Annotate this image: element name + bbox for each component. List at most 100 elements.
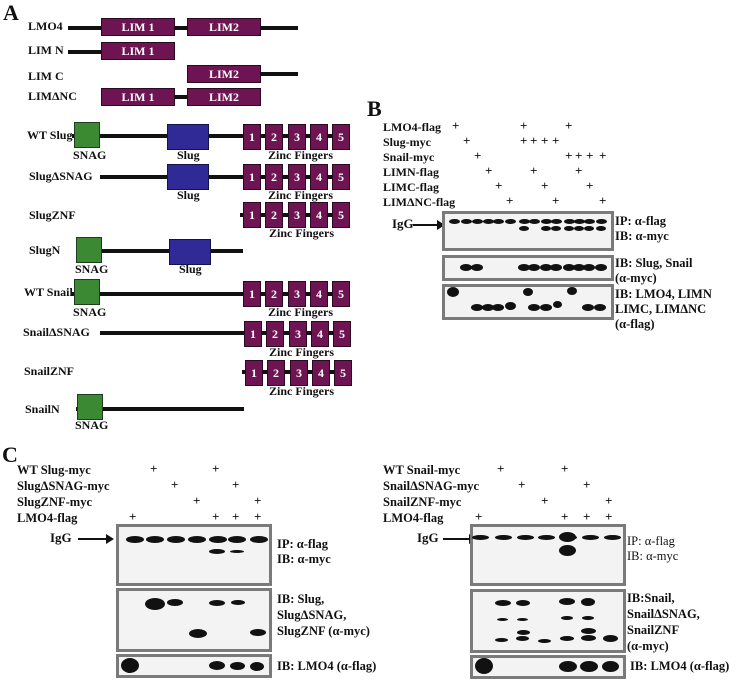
construct-label-slug-dsnag: SlugΔSNAG (29, 169, 93, 183)
blot-band (581, 635, 596, 641)
blot-band (146, 536, 164, 543)
plus-mark: + (605, 493, 613, 508)
plus-mark: + (586, 178, 594, 193)
blot-band (561, 616, 573, 620)
slug-domain (169, 239, 211, 265)
blot-label: IP: α-flag IB: α-myc (627, 534, 679, 563)
plus-mark: + (530, 163, 538, 178)
blot-band (449, 219, 460, 224)
blot-band (582, 304, 594, 311)
blot-band (505, 219, 516, 224)
plus-mark: + (506, 193, 514, 208)
western-blot-ip (116, 524, 272, 586)
plus-mark: + (254, 493, 262, 508)
western-blot-input-flag (470, 655, 626, 679)
blot-band (567, 287, 577, 295)
construct-label-wt-slug: WT Slug (27, 128, 73, 142)
zinc-finger-4: 4 (310, 202, 328, 228)
panel-b-letter: B (367, 96, 382, 121)
construct-label-wt-snail: WT Snail (24, 285, 73, 299)
backbone-line (76, 249, 243, 253)
blot-band (492, 304, 504, 311)
zinc-finger-2: 2 (265, 281, 283, 307)
condition-label: Snail-myc (383, 150, 435, 164)
blot-band (595, 264, 607, 271)
zinc-finger-4: 4 (312, 360, 330, 386)
plus-mark: + (552, 193, 560, 208)
condition-label: SlugZNF-myc (17, 495, 92, 509)
condition-label: LIMΔNC-flag (383, 195, 456, 209)
zinc-finger-3: 3 (289, 321, 307, 347)
snag-domain (77, 394, 103, 420)
snag-domain (76, 237, 102, 263)
blot-label: IP: α-flag IB: α-myc (615, 214, 669, 243)
blot-band (447, 287, 459, 297)
zinc-finger-1: 1 (243, 124, 261, 150)
zinc-finger-4: 4 (310, 164, 328, 190)
plus-mark: + (495, 178, 503, 193)
blot-band (209, 549, 225, 554)
backbone-line (255, 72, 298, 76)
plus-mark: + (475, 509, 483, 524)
blot-band (126, 536, 144, 543)
blot-band (580, 661, 598, 672)
blot-band (495, 600, 511, 606)
western-blot-ip (470, 524, 626, 586)
condition-label: LMO4-flag (17, 511, 78, 525)
slug-label: Slug (179, 262, 202, 276)
blot-band (582, 535, 599, 540)
condition-label: SlugΔSNAG-myc (17, 479, 110, 493)
zinc-finger-1: 1 (245, 360, 263, 386)
zinc-fingers-label: Zinc Fingers (268, 188, 333, 202)
snag-domain (74, 279, 100, 305)
backbone-line (170, 95, 192, 99)
plus-mark: + (565, 148, 573, 163)
igg-arrow-icon (78, 534, 114, 544)
plus-mark: + (575, 148, 583, 163)
plus-mark: + (518, 477, 526, 492)
western-blot-input-myc (442, 255, 614, 281)
plus-mark: + (541, 178, 549, 193)
zinc-finger-1: 1 (243, 281, 261, 307)
blot-band (551, 226, 561, 231)
plus-mark: + (583, 509, 591, 524)
blot-band (209, 661, 225, 670)
blot-band (540, 304, 552, 311)
blot-band (250, 662, 264, 671)
blot-band (563, 264, 575, 271)
condition-label: LMO4-flag (383, 120, 441, 134)
blot-band (538, 639, 551, 643)
plus-mark: + (530, 133, 538, 148)
blot-band (167, 599, 183, 606)
zinc-finger-2: 2 (266, 321, 284, 347)
plus-mark: + (541, 133, 549, 148)
plus-mark: + (485, 163, 493, 178)
condition-label: SnailZNF-myc (383, 495, 462, 509)
blot-band (540, 264, 552, 271)
blot-band (573, 264, 585, 271)
blot-band (594, 304, 606, 311)
plus-mark: + (561, 461, 569, 476)
blot-band (528, 264, 540, 271)
backbone-line (76, 407, 244, 411)
blot-band (517, 630, 530, 635)
blot-band (471, 264, 483, 271)
slug-label: Slug (177, 148, 200, 162)
plus-mark: + (212, 461, 220, 476)
blot-label: IB: LMO4 (α-flag) (277, 659, 377, 673)
blot-band (550, 264, 562, 271)
lim1-domain: LIM 1 (101, 88, 175, 106)
blot-band (564, 219, 575, 224)
igg-arrow-icon (443, 534, 477, 544)
western-blot-ip (442, 211, 614, 251)
igg-label: IgG (392, 216, 414, 231)
blot-band (471, 304, 483, 311)
blot-band (516, 600, 530, 606)
lim2-domain: LIM2 (187, 18, 261, 36)
construct-label-lmo4: LMO4 (28, 19, 63, 33)
zinc-fingers-label: Zinc Fingers (269, 384, 334, 398)
zinc-finger-1: 1 (243, 202, 261, 228)
construct-label-limc: LIM C (28, 69, 64, 83)
zinc-finger-5: 5 (332, 281, 350, 307)
blot-band (560, 636, 574, 641)
